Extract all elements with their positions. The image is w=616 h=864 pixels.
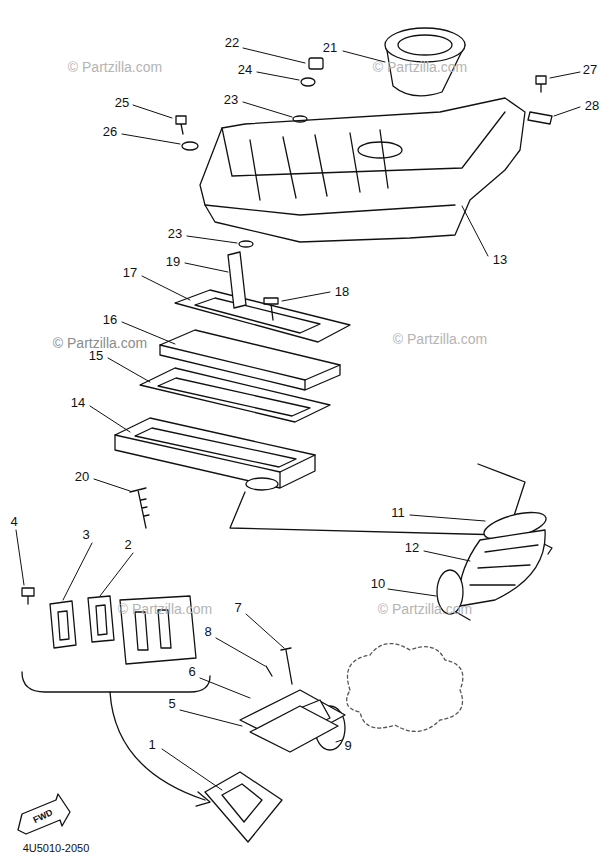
callout-number: 23 [168,227,182,241]
watermark: © Partzilla.com [68,60,162,75]
watermark: © Partzilla.com [373,60,467,75]
callout-number: 24 [238,63,252,77]
callout-number: 25 [115,96,129,110]
callout-number: 3 [82,528,89,542]
callout-number: 18 [335,285,349,299]
callout-number: 7 [234,601,241,615]
callout-number: 28 [585,99,599,113]
watermark: © Partzilla.com [378,602,472,617]
callout-number: 27 [583,63,597,77]
callout-number: 4 [10,515,17,529]
callout-number: 23 [224,93,238,107]
callout-number: 26 [103,125,117,139]
callout-number: 21 [323,41,337,55]
callout-number: 13 [493,253,507,267]
callout-number: 5 [168,697,175,711]
callout-number: 14 [71,396,85,410]
callout-number: 12 [405,541,419,555]
callout-number: 1 [148,738,155,752]
callout-number: 17 [123,266,137,280]
watermark: © Partzilla.com [393,332,487,347]
callout-number: 20 [75,470,89,484]
part-code: 4U5010-2050 [23,842,90,854]
watermark: © Partzilla.com [118,602,212,617]
callout-number: 9 [344,739,351,753]
callout-number: 15 [89,349,103,363]
callout-number: 11 [391,506,405,520]
callout-number: 22 [225,36,239,50]
callout-number: 19 [166,255,180,269]
callout-number: 2 [124,538,131,552]
callout-number: 8 [204,625,211,639]
callout-number: 16 [103,313,117,327]
callout-number: 6 [188,665,195,679]
callout-number: 10 [371,577,385,591]
